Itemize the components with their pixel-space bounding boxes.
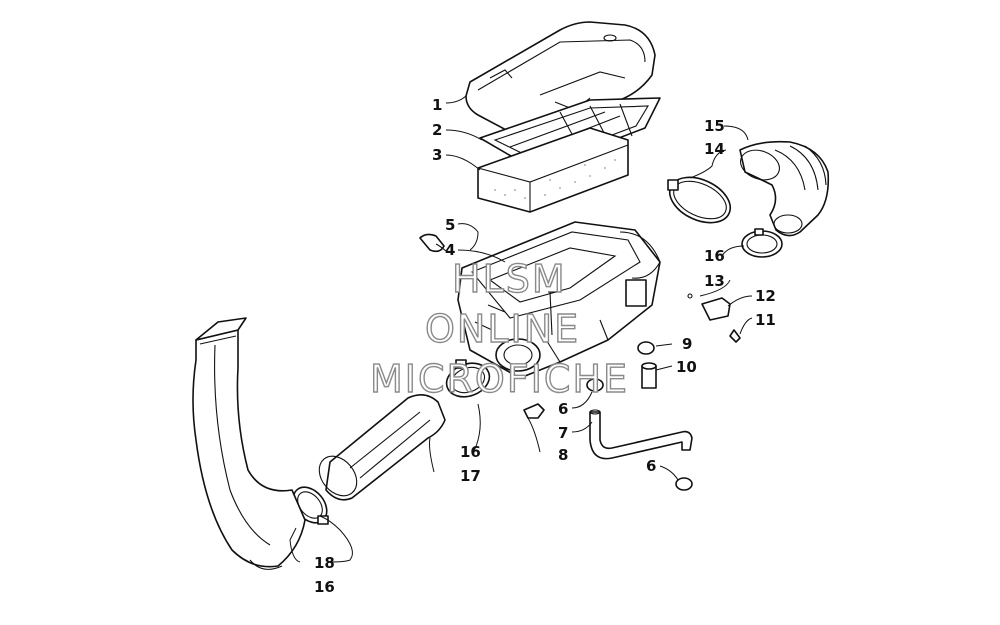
callout-18: 18 [314, 554, 335, 572]
callout-16a: 16 [704, 247, 725, 265]
callout-8: 8 [558, 446, 568, 464]
air-box [457, 221, 661, 379]
drain-plug [523, 403, 545, 419]
callout-14: 14 [704, 140, 725, 158]
fitting [687, 293, 741, 343]
leader-lines [289, 95, 753, 563]
callout-15: 15 [704, 117, 725, 135]
callout-12: 12 [755, 287, 776, 305]
watermark-line3: MICROFICHE [370, 357, 629, 401]
callout-10: 10 [676, 358, 697, 376]
foam-filter [477, 127, 629, 213]
callout-7: 7 [558, 424, 568, 442]
drain-hose [589, 409, 693, 460]
callout-1: 1 [432, 96, 442, 114]
callout-16c: 16 [314, 578, 335, 596]
callout-13: 13 [704, 272, 725, 290]
callout-11: 11 [755, 311, 776, 329]
intake-tube [318, 394, 446, 501]
callout-6b: 6 [646, 457, 656, 475]
callout-3: 3 [432, 146, 442, 164]
clamp-small [637, 341, 655, 355]
clamp-upper [667, 176, 732, 224]
clip [419, 233, 445, 253]
callout-17: 17 [460, 467, 481, 485]
callout-9: 9 [682, 335, 692, 353]
intake-boot [739, 140, 830, 237]
callout-2: 2 [432, 121, 442, 139]
callout-6a: 6 [558, 400, 568, 418]
watermark-line2: ONLINE [425, 307, 580, 351]
intake-duct [192, 317, 306, 570]
callout-labels: 1 2 3 4 5 6 6 7 8 9 10 11 12 13 14 15 16… [314, 96, 776, 596]
callout-16b: 16 [460, 443, 481, 461]
cap [641, 362, 657, 389]
callout-4: 4 [445, 241, 455, 259]
clamp-lower-right [741, 228, 783, 258]
clamp-middle [445, 359, 491, 398]
watermark-line1: HLSM [452, 257, 567, 301]
watermark: HLSM ONLINE MICROFICHE [369, 256, 629, 401]
callout-5: 5 [445, 216, 455, 234]
drain-clamp [586, 378, 693, 491]
